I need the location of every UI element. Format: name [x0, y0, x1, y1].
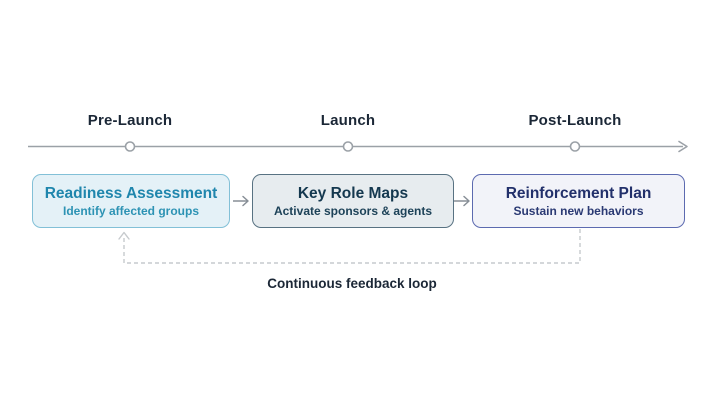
timeline-arrowhead-icon	[678, 140, 688, 153]
phase-label-pre-launch: Pre-Launch	[87, 112, 173, 129]
phase-label-launch: Launch	[320, 112, 376, 129]
feedback-loop-dashed-line	[123, 229, 581, 264]
milestone-dot-pre-launch	[124, 141, 136, 152]
stage-subtitle: Sustain new behaviors	[513, 203, 644, 218]
feedback-loop-path	[118, 229, 581, 264]
milestone-dot-post-launch	[569, 141, 581, 152]
stage-card-readiness-assessment: Readiness Assessment Identify affected g…	[32, 174, 230, 228]
stage-card-reinforcement-plan: Reinforcement Plan Sustain new behaviors	[472, 174, 685, 228]
stage-title: Readiness Assessment	[44, 184, 218, 202]
stage-title: Reinforcement Plan	[505, 184, 652, 202]
timeline-axis	[28, 140, 688, 153]
feedback-loop-label: Continuous feedback loop	[267, 276, 437, 291]
feedback-loop-arrowhead-icon	[118, 231, 130, 240]
milestone-dot-launch	[342, 141, 354, 152]
stage-card-key-role-maps: Key Role Maps Activate sponsors & agents	[252, 174, 454, 228]
arrow-right-icon	[454, 195, 470, 207]
arrow-right-icon	[233, 195, 249, 207]
stage-subtitle: Activate sponsors & agents	[273, 203, 433, 218]
stage-title: Key Role Maps	[297, 184, 409, 202]
phase-label-post-launch: Post-Launch	[528, 112, 622, 129]
stage-subtitle: Identify affected groups	[62, 203, 199, 218]
